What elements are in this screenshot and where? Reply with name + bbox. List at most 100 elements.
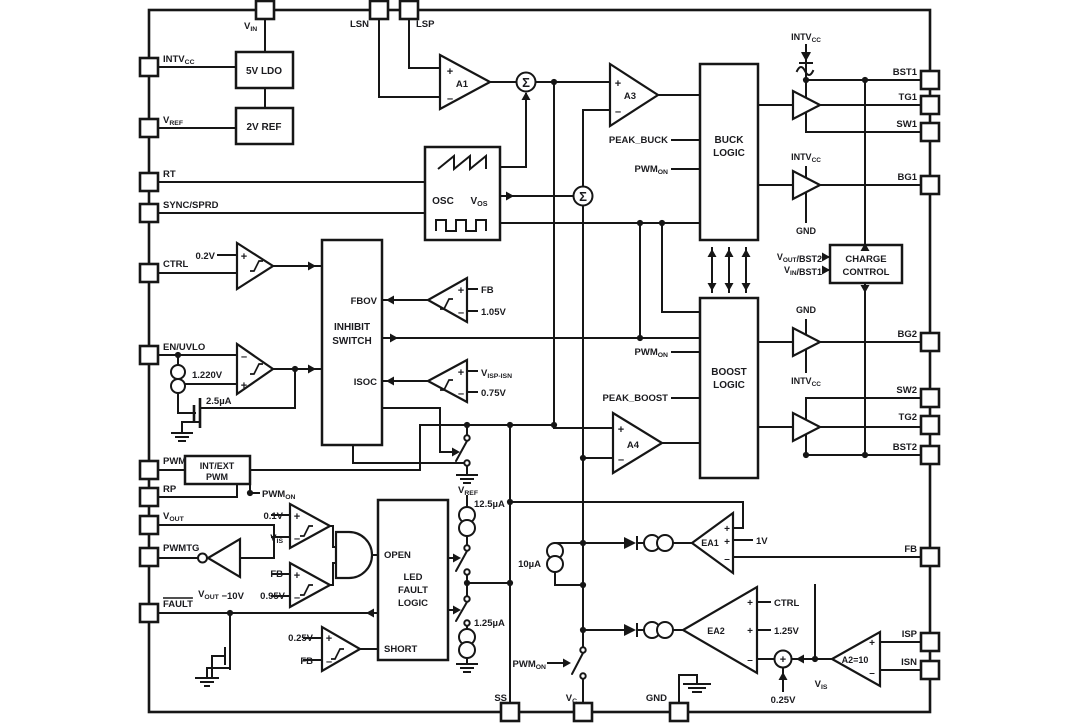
label-bst1: BST1 [893, 67, 918, 78]
label-open: OPEN [384, 550, 411, 561]
junction-dot [579, 454, 587, 462]
arrowhead [801, 53, 811, 61]
label-a1: A1 [456, 79, 469, 90]
arrowhead [707, 283, 717, 291]
label-intvcc-t: INTVCC [791, 32, 821, 44]
label-vispisn: VISP-ISN [481, 368, 512, 380]
label-sw2: SW2 [896, 385, 917, 396]
pin-lsn [368, 0, 390, 21]
switch-contact [579, 646, 587, 654]
pin-sync-sprd [138, 202, 160, 224]
junction-dot [174, 351, 182, 359]
junction-dot [246, 489, 254, 497]
label-lsn: LSN [350, 19, 369, 30]
label-lsp: LSP [416, 19, 435, 30]
pin-sw2 [919, 387, 941, 409]
amp-ea2 [680, 585, 759, 675]
arrowhead [778, 672, 788, 680]
label-fb-fbov: FB [481, 285, 494, 296]
summer-3 [773, 649, 793, 669]
pin-ss [499, 701, 521, 723]
pin-lsp [398, 0, 420, 21]
label-v1220: 1.220V [192, 370, 223, 381]
label-fbovp: + [458, 285, 464, 297]
pin-pwmtg [138, 546, 160, 568]
label-a2: A2=10 [842, 655, 869, 665]
label-isocm: – [458, 388, 464, 400]
label-sync-pin: SYNC/SPRD [163, 200, 219, 211]
bg1-driver [791, 169, 823, 201]
tg1-driver [791, 89, 823, 121]
junction-dot [811, 655, 819, 663]
label-ea1: EA1 [701, 538, 719, 548]
label-c2p: + [294, 570, 300, 582]
label-pwmon-sw: PWMON [513, 659, 547, 671]
label-peakboost: PEAK_BOOST [603, 393, 669, 404]
label-short: SHORT [384, 644, 417, 655]
switch-contact [579, 672, 587, 680]
ref-1v220-icon [170, 364, 186, 380]
arrowhead [860, 285, 870, 293]
label-ctrlp: + [241, 251, 247, 263]
label-vos: VOS [470, 196, 487, 208]
label-a3m: – [615, 106, 621, 118]
label-chg2: CONTROL [843, 267, 890, 278]
label-lfl3: LOGIC [398, 598, 428, 609]
pin-rp [138, 486, 160, 508]
label-boost2: LOGIC [713, 380, 745, 391]
arrowhead [308, 364, 316, 374]
arrowhead [390, 333, 398, 343]
pin-tg1 [919, 94, 941, 116]
label-fbov: FBOV [351, 296, 378, 307]
summer-1 [515, 71, 537, 93]
label-i125: 12.5µA [474, 499, 505, 510]
arrowhead [386, 295, 394, 305]
pin-vout [138, 514, 160, 536]
label-a4p: + [618, 424, 624, 436]
label-peakbuck: PEAK_BUCK [609, 135, 668, 146]
ldo-5v-block [234, 50, 295, 90]
junction-dot [802, 451, 810, 459]
source-1u25-icon [458, 641, 476, 659]
label-intvcc-d2: INTVCC [791, 376, 821, 388]
junction-dot [861, 451, 869, 459]
pin-ctrl [138, 262, 160, 284]
label-fb-c2: FB [270, 569, 283, 580]
label-i125b: 1.25µA [474, 618, 505, 629]
pin-gnd [668, 701, 690, 723]
label-ss: SS [494, 693, 507, 704]
junction-dot [579, 581, 587, 589]
label-ctrl-ea2: CTRL [774, 598, 800, 609]
hysteresis-icon [250, 260, 263, 272]
boost-logic-block [698, 296, 760, 480]
switch-contact [463, 619, 471, 627]
label-ea1p1: + [724, 524, 730, 535]
sawtooth-icon [437, 153, 487, 172]
ea1-diode-icon [624, 537, 636, 549]
source-10u-icon [546, 555, 564, 573]
arrowhead [563, 658, 571, 668]
junction-dots [174, 76, 869, 663]
arrowhead [386, 376, 394, 386]
hysteresis-icon [440, 298, 453, 310]
arrowhead [453, 553, 461, 563]
label-v025: 0.25V [288, 633, 313, 644]
label-pwmon-bs: PWMON [635, 347, 669, 359]
bg2-driver [791, 326, 823, 358]
junction-dot [463, 421, 471, 429]
arrowhead [822, 252, 830, 262]
pin-intvcc [138, 56, 160, 78]
pin-sw1 [919, 121, 941, 143]
label-ref2: 2V REF [246, 122, 281, 133]
osc-waveforms [435, 153, 487, 232]
label-chg1: CHARGE [845, 254, 886, 265]
junction-dot [579, 539, 587, 547]
label-lfl2: FAULT [398, 585, 428, 596]
label-v1: 1V [756, 536, 768, 547]
label-c2m: – [294, 592, 300, 604]
junction-dot [291, 365, 299, 373]
label-gnd-d1: GND [796, 226, 817, 236]
label-ctrl-pin: CTRL [163, 259, 189, 270]
label-fb-r: FB [904, 544, 917, 555]
arrowhead [506, 191, 514, 201]
